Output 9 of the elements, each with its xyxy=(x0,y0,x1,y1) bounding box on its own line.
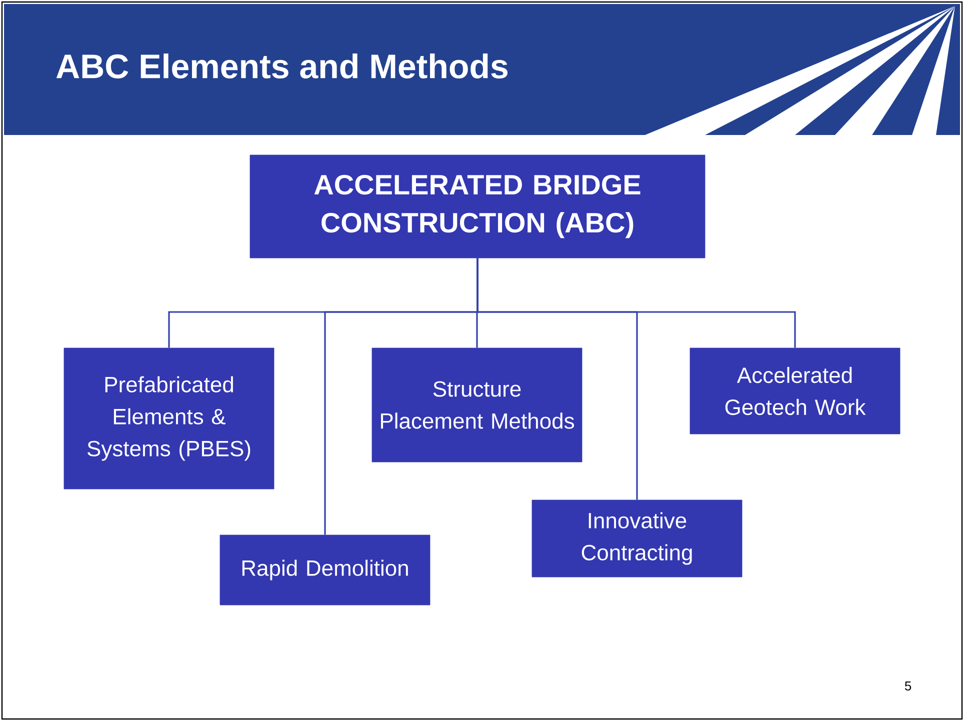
connector-line xyxy=(476,258,796,348)
method-box: Accelerated Geotech Work xyxy=(690,348,900,434)
slide-title: ABC Elements and Methods xyxy=(56,54,508,78)
method-box: Innovative Contracting xyxy=(532,500,742,578)
method-box: Rapid Demolition xyxy=(220,534,430,606)
method-box: Structure Placement Methods xyxy=(372,348,582,462)
method-box: Prefabricated Elements & Systems (PBES) xyxy=(64,348,274,490)
title-box: ACCELERATED BRIDGE CONSTRUCTION (ABC) xyxy=(250,154,706,258)
page-number: 5 xyxy=(904,681,912,691)
